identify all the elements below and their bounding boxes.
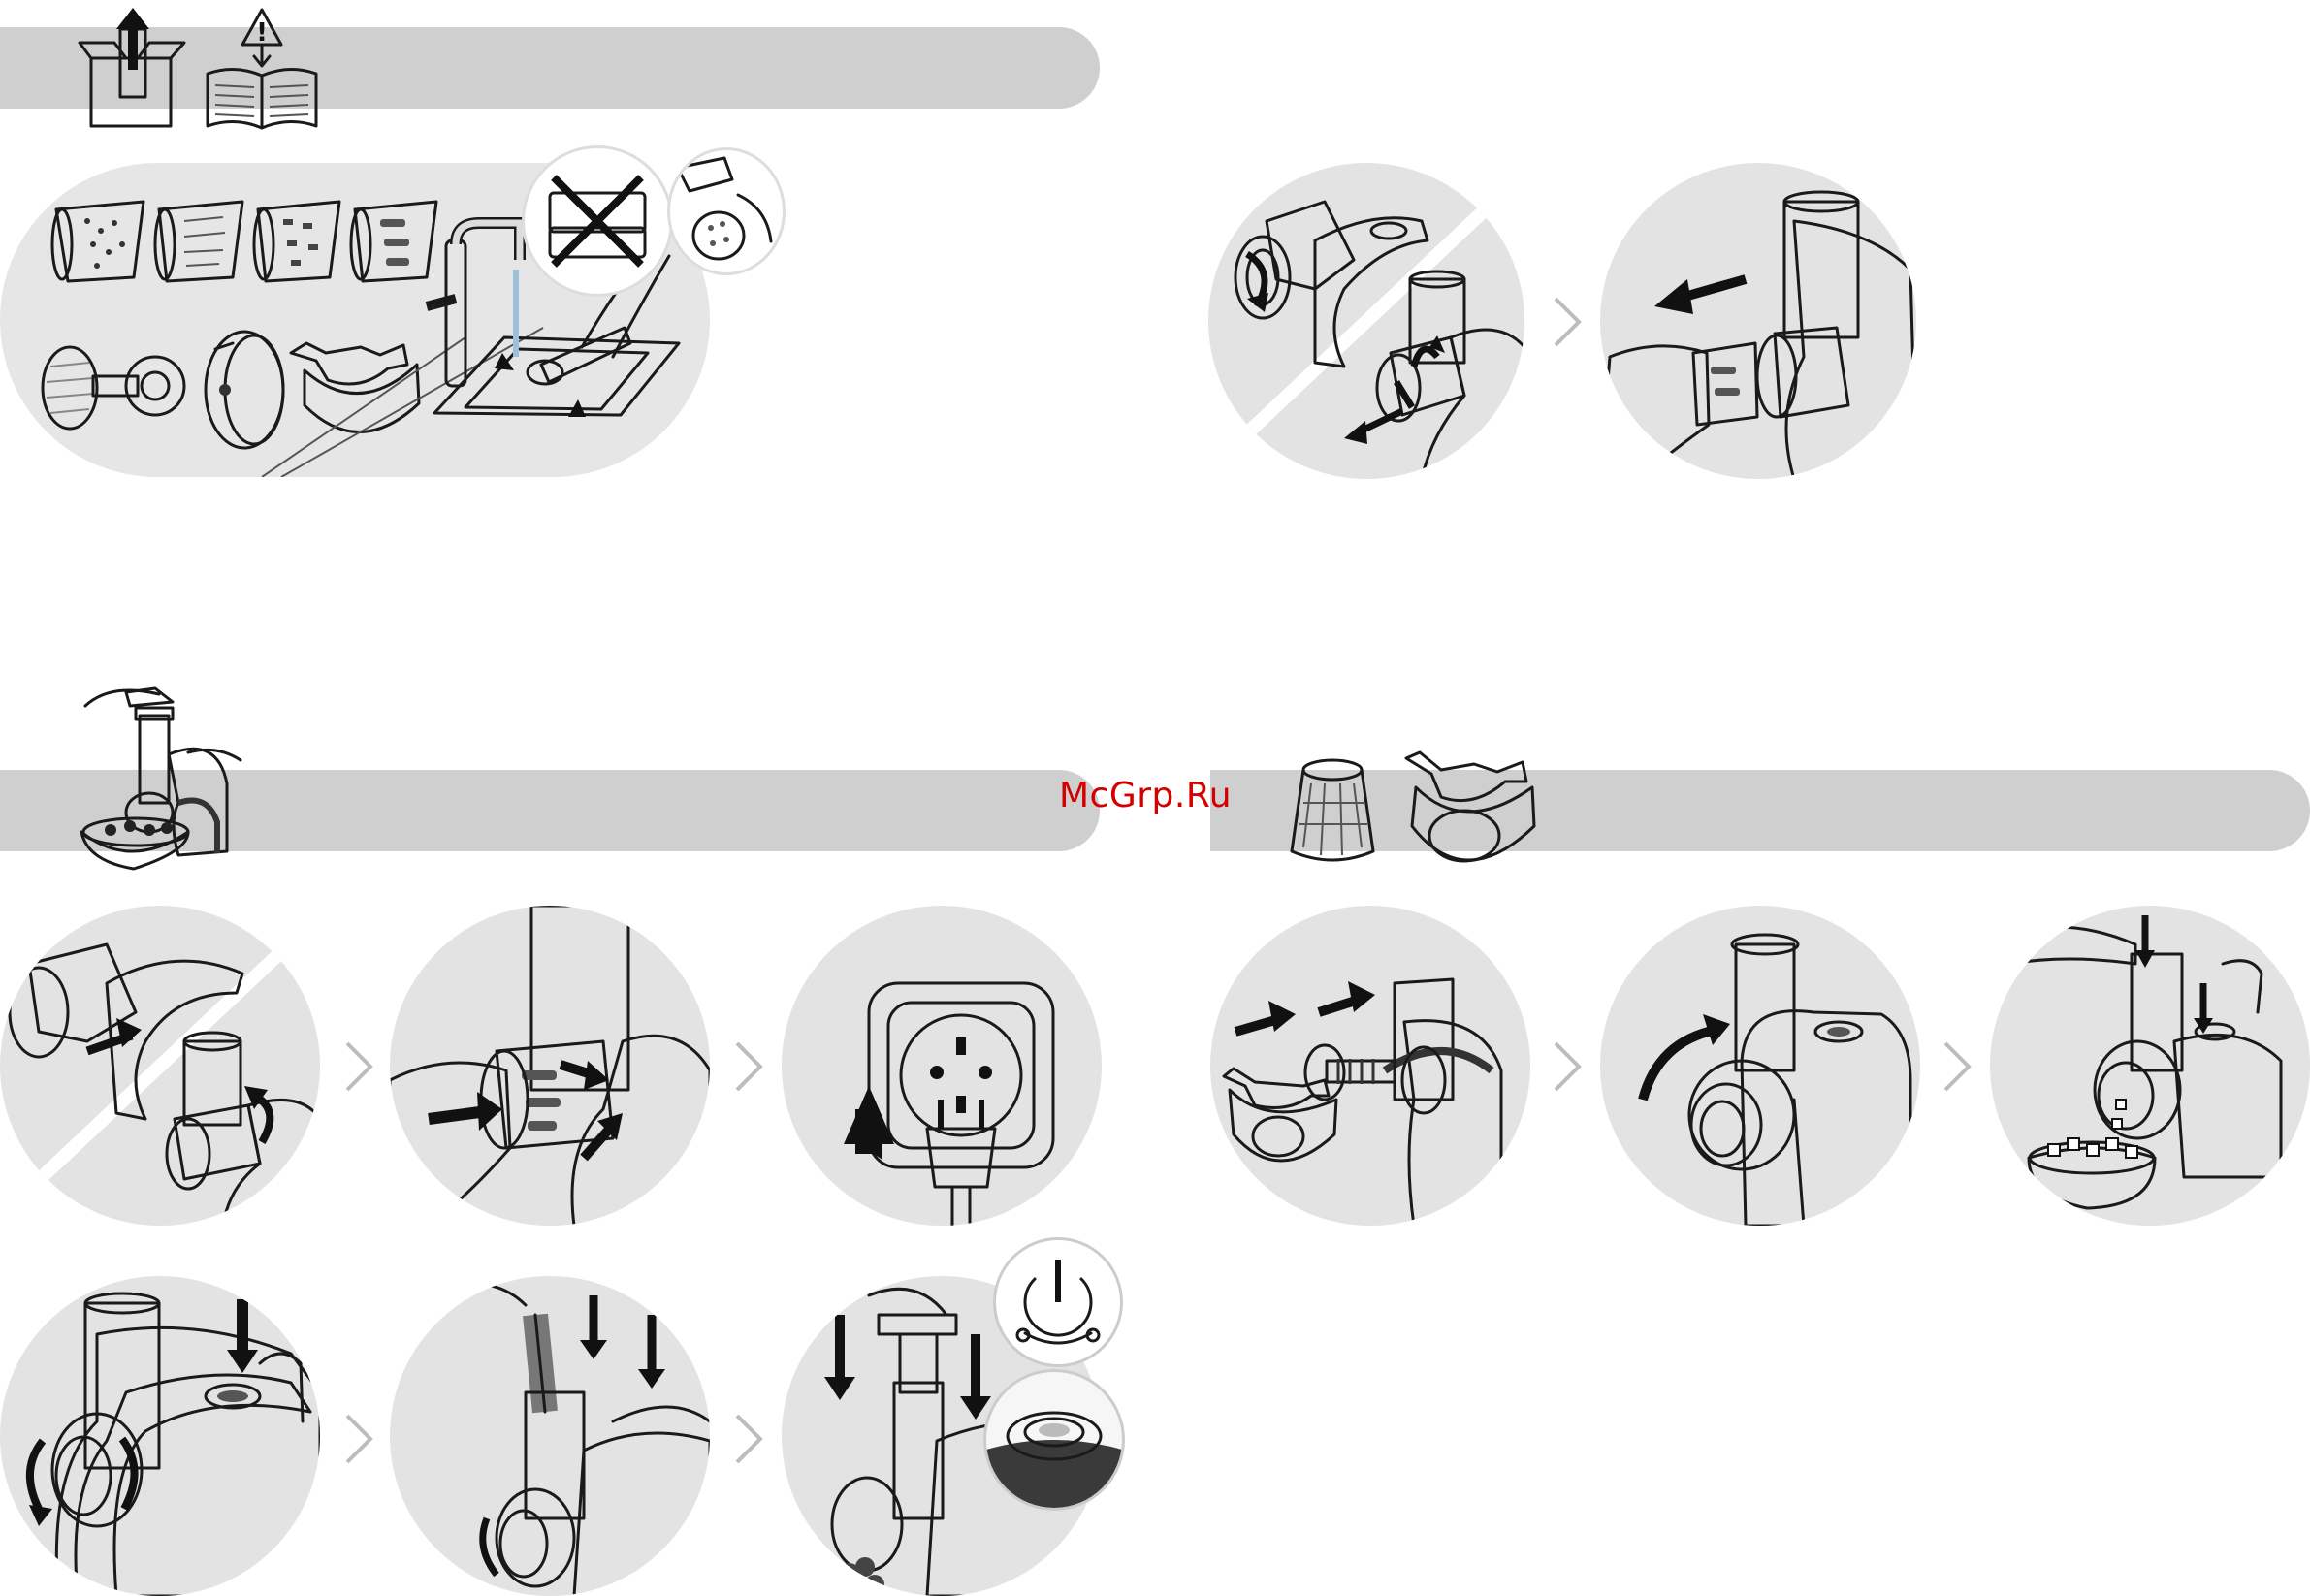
step-dicing-use <box>1990 906 2310 1226</box>
step-insert-drum-use <box>390 906 710 1226</box>
step-plug-in <box>782 906 1102 1226</box>
chevron-right-icon <box>341 1039 376 1094</box>
motor-cap <box>206 332 283 448</box>
drum-cover <box>291 343 419 432</box>
watermark: McGrp.Ru <box>1059 776 1232 815</box>
chevron-right-icon <box>1550 295 1585 349</box>
chevron-right-icon <box>341 1412 376 1466</box>
unpack-box-icon <box>76 4 190 132</box>
step-fit-drum <box>0 906 320 1226</box>
step-insert-drum <box>1600 163 1916 479</box>
chevron-right-icon <box>1550 1039 1585 1094</box>
step-remove-drum <box>1208 163 1524 479</box>
pusher <box>43 347 184 429</box>
dicing-cover-icon <box>1396 749 1538 873</box>
drum-cone-3 <box>254 202 339 281</box>
salad-maker-icon <box>72 677 260 880</box>
no-abrasive-sponge-icon <box>522 145 673 297</box>
drum-cone-2 <box>155 202 242 281</box>
dish-soap-icon <box>667 147 786 275</box>
chevron-right-icon <box>731 1412 766 1466</box>
step-feed-food <box>390 1276 710 1596</box>
step-dicing-fit <box>1600 906 1920 1226</box>
step-switch-on <box>0 1276 320 1596</box>
drum-cone-1 <box>52 202 144 281</box>
chevron-right-icon <box>731 1039 766 1094</box>
dicing-drum-icon <box>1282 754 1383 869</box>
drum-cone-4 <box>351 202 436 281</box>
step-dicing-assemble <box>1210 906 1530 1226</box>
speed-dial-icon <box>993 1237 1123 1367</box>
power-button-icon <box>983 1369 1125 1511</box>
read-manual-warning-icon: ! <box>204 6 320 130</box>
chevron-right-icon <box>1940 1039 1974 1094</box>
